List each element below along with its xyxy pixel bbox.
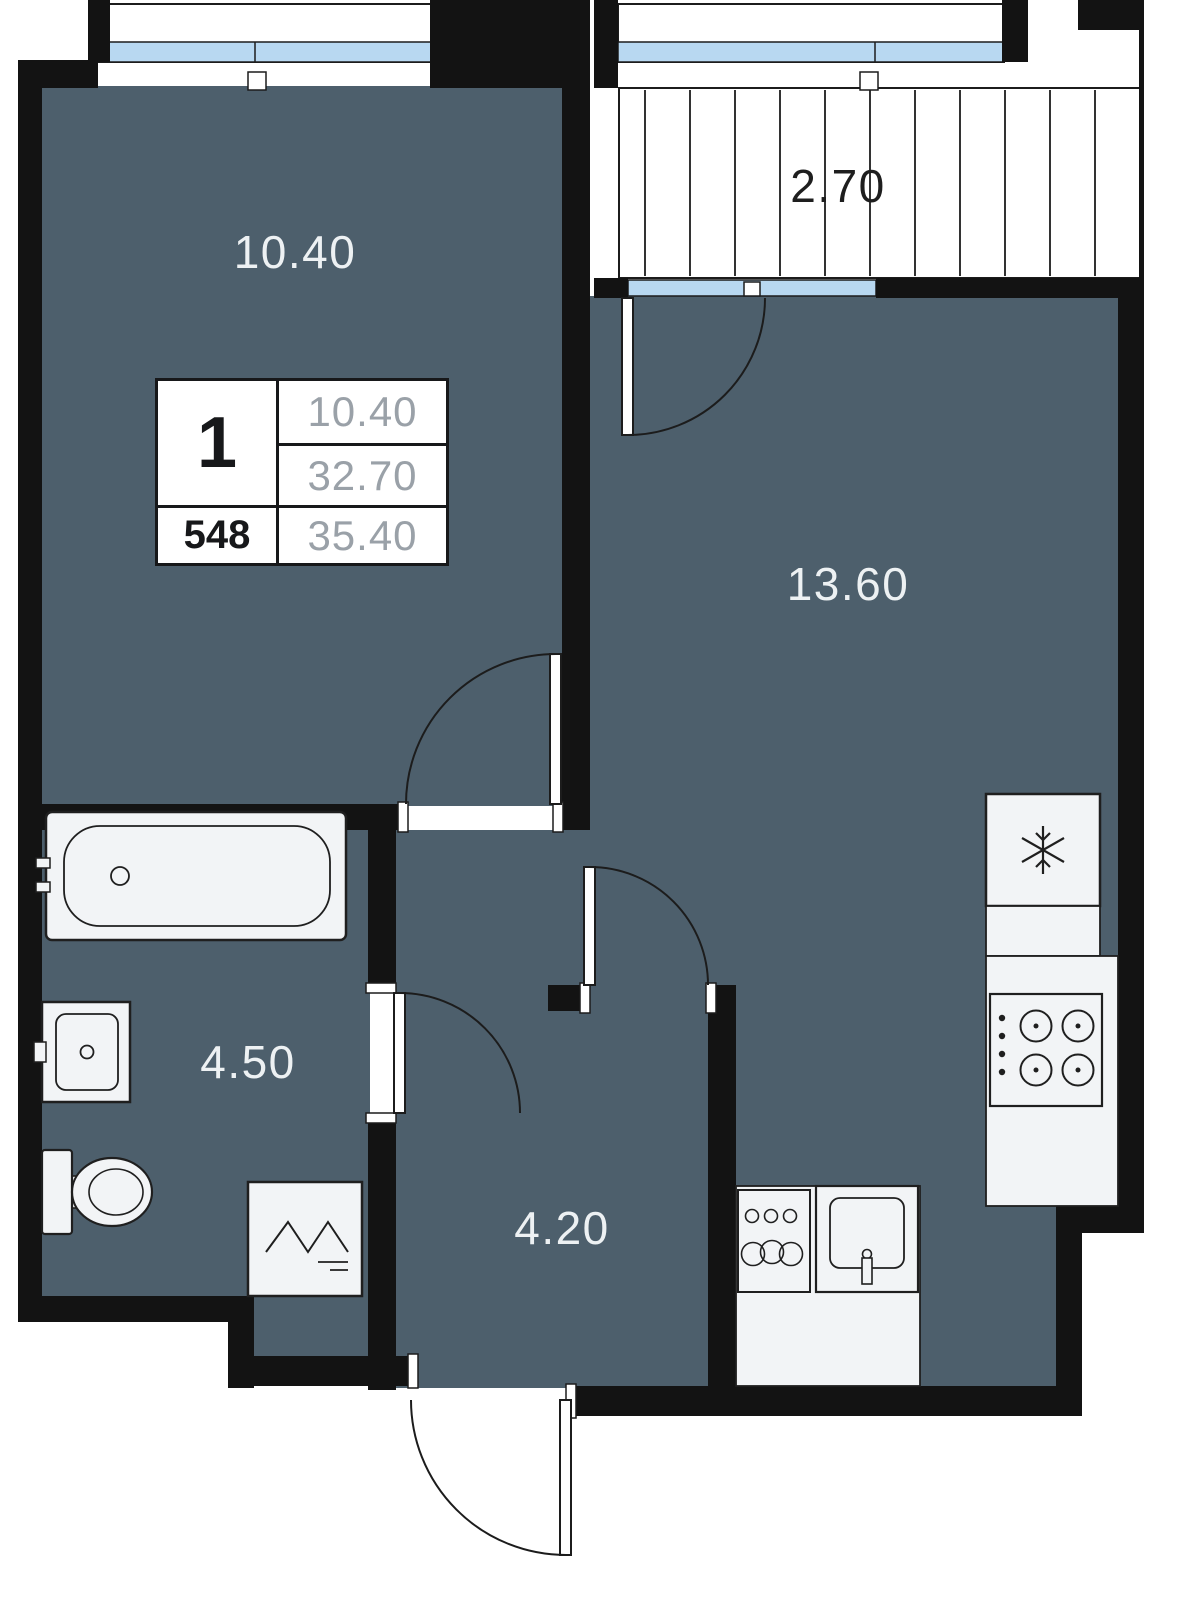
wall-segment [18, 1296, 250, 1322]
burner-centers [998, 1014, 1081, 1076]
door-jamb [365, 1112, 397, 1124]
door-jamb [365, 982, 397, 994]
door-jamb [705, 982, 717, 1014]
door-bathroom [365, 982, 521, 1124]
wall-segment [1002, 0, 1028, 62]
wall-segment [594, 0, 618, 88]
floor-bathroom [250, 1296, 372, 1358]
water-heater [246, 1180, 364, 1298]
wall-segment [368, 1113, 396, 1390]
radiator-mark [743, 281, 761, 297]
hob-rings-icon [740, 1208, 804, 1267]
balcony-hatch [644, 90, 1096, 276]
room-label-bathroom: 4.50 [200, 1036, 296, 1088]
radiator-mark [247, 71, 267, 91]
door-entrance [407, 1353, 577, 1556]
door-swing-arc [627, 297, 766, 436]
area-value-bottom: 35.40 [276, 505, 446, 563]
door-kitchen-living [579, 866, 717, 1014]
door-jamb [397, 801, 409, 833]
snowflake-icon [1021, 826, 1065, 874]
door-living-room [397, 653, 564, 833]
door-balcony [621, 297, 766, 436]
wave-icon [265, 1220, 349, 1254]
door-swing-arc [405, 653, 557, 805]
bathtub [35, 810, 348, 942]
door-swing-arc [589, 866, 709, 986]
balcony-outline [618, 87, 1141, 279]
toilet-bowl [70, 1156, 154, 1228]
wall-segment [562, 86, 590, 830]
wall-segment [1078, 0, 1144, 30]
four-burners-icon [1019, 1009, 1095, 1087]
room-label-hallway: 4.20 [514, 1202, 610, 1254]
unit-info-card: 1 10.40 32.70 548 35.40 [155, 378, 449, 566]
fridge [984, 792, 1102, 908]
kitchen-sink [814, 1184, 920, 1294]
wall-segment [430, 0, 590, 88]
wall-segment [368, 830, 396, 993]
wall-segment [1056, 1205, 1082, 1391]
wall-segment [708, 985, 736, 1391]
room-labels: 10.40 2.70 13.60 4.50 4.20 [200, 160, 910, 1254]
door-jamb [579, 982, 591, 1014]
radiator-marks [247, 71, 879, 297]
door-leaf [393, 992, 406, 1114]
door-swing-arc [410, 1399, 567, 1556]
area-value-top: 10.40 [276, 381, 446, 443]
door-leaf [549, 653, 562, 805]
bathtub-drain [110, 866, 130, 886]
wall-segment [18, 60, 42, 1322]
rooms-count: 1 [196, 403, 238, 483]
room-label-kitchen-living: 13.60 [787, 558, 910, 610]
window-glass [617, 41, 1005, 63]
bathtub-tap [35, 881, 51, 893]
radiator-mark [859, 71, 879, 91]
door-leaf [583, 866, 596, 986]
bathtub-tap [35, 857, 51, 869]
bathroom-sink [33, 1000, 132, 1104]
wall-segment [876, 278, 1118, 298]
doors [365, 297, 766, 1556]
toilet [40, 1148, 154, 1236]
wall-segment [566, 1386, 1082, 1416]
room-label-balcony: 2.70 [790, 160, 886, 212]
wall-segment [18, 60, 98, 88]
stove [988, 992, 1104, 1108]
sink-drain [79, 1044, 95, 1060]
unit-number: 548 [158, 505, 276, 563]
wall-segment [88, 0, 110, 62]
balcony-area [618, 87, 1141, 279]
wall-segment [1118, 278, 1144, 1232]
wall-segment [1139, 30, 1144, 280]
room-label-living: 10.40 [234, 226, 357, 278]
window-glass [95, 41, 433, 63]
wall-segment [594, 278, 628, 298]
door-leaf [559, 1399, 572, 1556]
door-swing-arc [399, 992, 521, 1114]
area-value-middle: 32.70 [276, 443, 446, 505]
window-assemblies [95, 3, 1005, 63]
door-jamb [407, 1353, 419, 1389]
sink-tap [33, 1041, 47, 1063]
kitchen-cabinet [985, 905, 1101, 957]
door-jamb [552, 801, 564, 833]
door-leaf [621, 297, 634, 436]
toilet-tank [40, 1148, 74, 1236]
floor-hallway [394, 830, 710, 1388]
gas-hob [737, 1189, 811, 1293]
